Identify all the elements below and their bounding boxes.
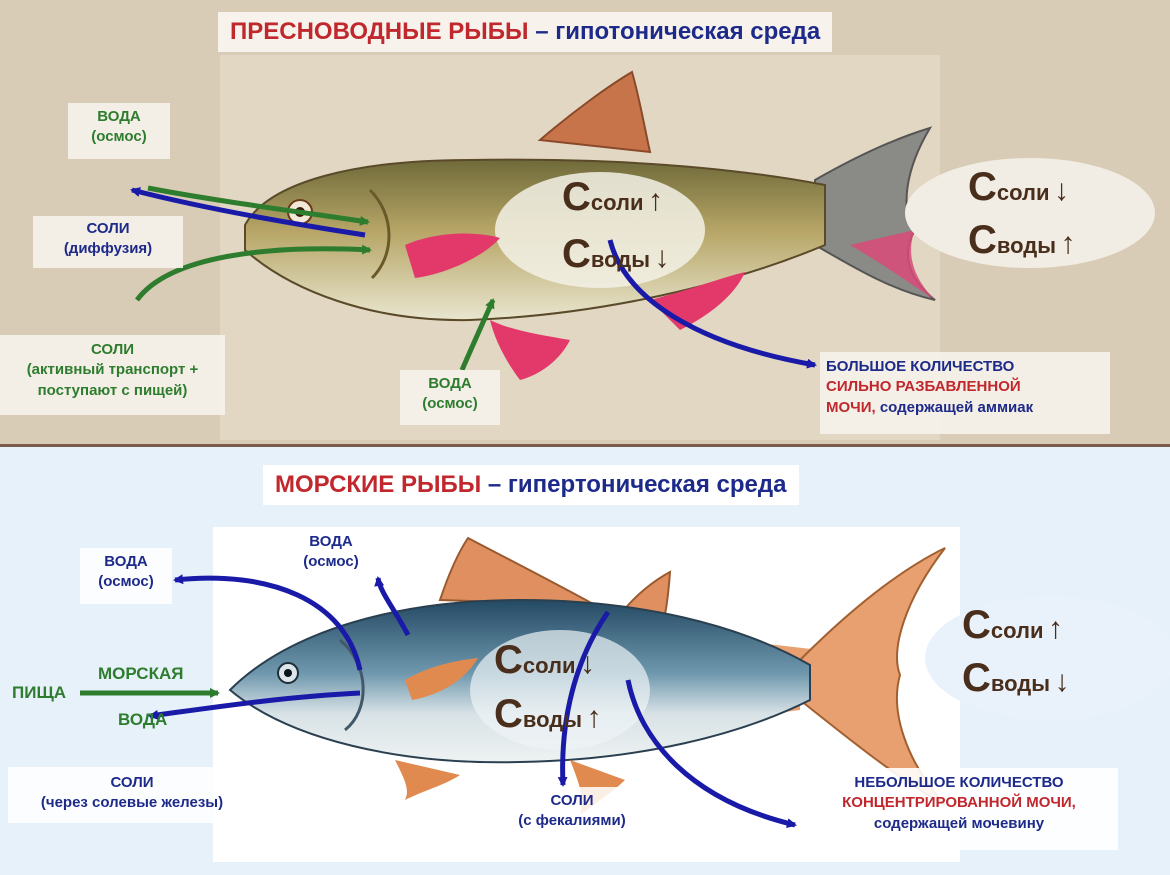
- marine-title: МОРСКИЕ РЫБЫ – гипертоническая среда: [263, 465, 799, 505]
- fw-inside-salt-sub: соли: [590, 190, 644, 215]
- freshwater-title-main: ПРЕСНОВОДНЫЕ РЫБЫ: [230, 18, 529, 45]
- mr-salts-glands-label: СОЛИ (через солевые железы): [8, 767, 256, 823]
- mr-urine-line3: содержащей мочевину: [873, 814, 1045, 832]
- salts-feces-out-arrow: [557, 610, 611, 787]
- panel-divider: [0, 444, 1170, 447]
- salts-glands-out-arrow: [148, 690, 361, 720]
- fw-salts-in-line1: СОЛИ: [90, 341, 135, 358]
- freshwater-title-dash: –: [528, 18, 556, 45]
- fw-urine-line2: СИЛЬНО РАЗБАВЛЕННОЙ: [826, 378, 1021, 396]
- mr-salts-feces-label: СОЛИ (с фекалиями): [497, 787, 647, 842]
- water-skin-in-arrow: [459, 298, 496, 371]
- fw-salts-out-label: СОЛИ (диффузия): [33, 216, 183, 268]
- freshwater-fish-icon: [244, 70, 936, 380]
- fw-inside-water-sub: воды: [590, 247, 651, 272]
- water-top-out-arrow: [374, 576, 411, 637]
- fw-outside-salt-sub: соли: [996, 180, 1050, 205]
- fw-outside-salt-conc: Ссоли ↓: [968, 165, 1069, 210]
- fw-outside-salt-C: С: [968, 165, 997, 209]
- fw-water-skin-label: ВОДА (осмос): [400, 370, 500, 425]
- fw-salts-out-line1: СОЛИ: [86, 220, 130, 237]
- mr-outside-salt-sub: соли: [990, 618, 1044, 643]
- marine-outside-oval: [925, 596, 1170, 720]
- fw-urine-line1: БОЛЬШОЕ КОЛИЧЕСТВО: [826, 358, 1015, 375]
- mr-water-out-line2: (осмос): [98, 573, 154, 591]
- fw-inside-salt-arrow: ↑: [647, 184, 663, 217]
- mr-water-top-label: ВОДА (осмос): [290, 532, 372, 582]
- fw-outside-salt-arrow: ↓: [1053, 174, 1069, 207]
- mr-inside-salt-C: С: [494, 638, 523, 682]
- marine-title-dash: –: [481, 471, 508, 498]
- mr-water-out-label: ВОДА (осмос): [80, 548, 172, 604]
- mr-inside-water-conc: Своды ↑: [494, 692, 601, 737]
- marine-title-env: гипертоническая среда: [507, 471, 787, 498]
- fw-outside-water-sub: воды: [996, 233, 1057, 258]
- fw-water-in-label: ВОДА (осмос): [68, 103, 170, 159]
- water-osmosis-in-arrow: [147, 185, 370, 226]
- mr-food-label: ПИЩА: [12, 683, 67, 702]
- water-osmosis-out-arrow: [173, 574, 363, 671]
- fw-inside-water-C: С: [562, 232, 591, 276]
- urine-out-arrow: [607, 239, 817, 369]
- mr-outside-water-sub: воды: [990, 671, 1051, 696]
- fw-inside-salt-conc: Ссоли ↑: [562, 175, 663, 220]
- mr-water-top-line1: ВОДА: [309, 533, 353, 550]
- mr-outside-salt-arrow: ↑: [1047, 612, 1063, 645]
- mr-inside-salt-arrow: ↓: [579, 647, 595, 680]
- mr-water-out-line1: ВОДА: [104, 553, 148, 570]
- fw-inside-salt-C: С: [562, 175, 591, 219]
- mr-outside-water-conc: Своды ↓: [962, 656, 1069, 701]
- mr-water-top-line2: (осмос): [303, 553, 359, 571]
- fw-urine-line3-red: МОЧИ,: [826, 398, 876, 416]
- marine-title-main: МОРСКИЕ РЫБЫ: [275, 471, 482, 498]
- mr-inside-water-arrow: ↑: [586, 701, 602, 734]
- freshwater-title: ПРЕСНОВОДНЫЕ РЫБЫ – гипотоническая среда: [218, 12, 833, 52]
- mr-sea-water-label: ВОДА: [118, 710, 168, 729]
- mr-outside-salt-conc: Ссоли ↑: [962, 603, 1063, 648]
- fw-water-skin-line1: ВОДА: [428, 375, 472, 392]
- fw-urine-line3-blue: содержащей аммиак: [875, 398, 1034, 416]
- mr-inside-salt-sub: соли: [522, 653, 576, 678]
- fw-inside-water-conc: Своды ↓: [562, 232, 669, 277]
- fw-urine-label: БОЛЬШОЕ КОЛИЧЕСТВО СИЛЬНО РАЗБАВЛЕННОЙ М…: [820, 352, 1110, 434]
- fw-water-skin-line2: (осмос): [422, 395, 478, 413]
- mr-salts-glands-line2: (через солевые железы): [40, 794, 224, 812]
- fw-water-in-line1: ВОДА: [97, 108, 141, 125]
- mr-salts-feces-line1: СОЛИ: [550, 792, 594, 809]
- fw-salts-in-line2: (активный транспорт +: [26, 361, 199, 379]
- fw-outside-water-C: С: [968, 218, 997, 262]
- mr-inside-water-C: С: [494, 692, 523, 736]
- freshwater-outside-oval: [905, 158, 1155, 268]
- fw-water-in-line2: (осмос): [91, 128, 147, 146]
- fw-outside-water-conc: Своды ↑: [968, 218, 1075, 263]
- mr-salts-glands-line1: СОЛИ: [110, 774, 154, 791]
- salts-diffusion-out-arrow: [130, 187, 366, 238]
- mr-sea-label: МОРСКАЯ: [98, 664, 184, 683]
- salts-active-in-arrow: [134, 244, 372, 302]
- mr-urine-label: НЕБОЛЬШОЕ КОЛИЧЕСТВО КОНЦЕНТРИРОВАННОЙ М…: [800, 768, 1118, 850]
- marine-fish-icon: [228, 536, 946, 815]
- fw-outside-water-arrow: ↑: [1060, 227, 1076, 260]
- mr-outside-salt-C: С: [962, 603, 991, 647]
- mr-inside-salt-conc: Ссоли ↓: [494, 638, 595, 683]
- fw-inside-water-arrow: ↓: [654, 241, 670, 274]
- mr-outside-water-C: С: [962, 656, 991, 700]
- fw-salts-out-line2: (диффузия): [63, 240, 153, 258]
- mr-outside-water-arrow: ↓: [1054, 665, 1070, 698]
- fw-salts-in-label: СОЛИ (активный транспорт + поступают с п…: [0, 335, 225, 415]
- mr-urine-line2: КОНЦЕНТРИРОВАННОЙ МОЧИ,: [842, 794, 1076, 812]
- mr-urine-line1: НЕБОЛЬШОЕ КОЛИЧЕСТВО: [854, 774, 1064, 791]
- urine-marine-out-arrow: [625, 679, 797, 829]
- mr-salts-feces-line2: (с фекалиями): [518, 812, 626, 830]
- mr-inside-water-sub: воды: [522, 707, 583, 732]
- freshwater-title-env: гипотоническая среда: [555, 18, 821, 45]
- fw-salts-in-line3: поступают с пищей): [37, 381, 188, 399]
